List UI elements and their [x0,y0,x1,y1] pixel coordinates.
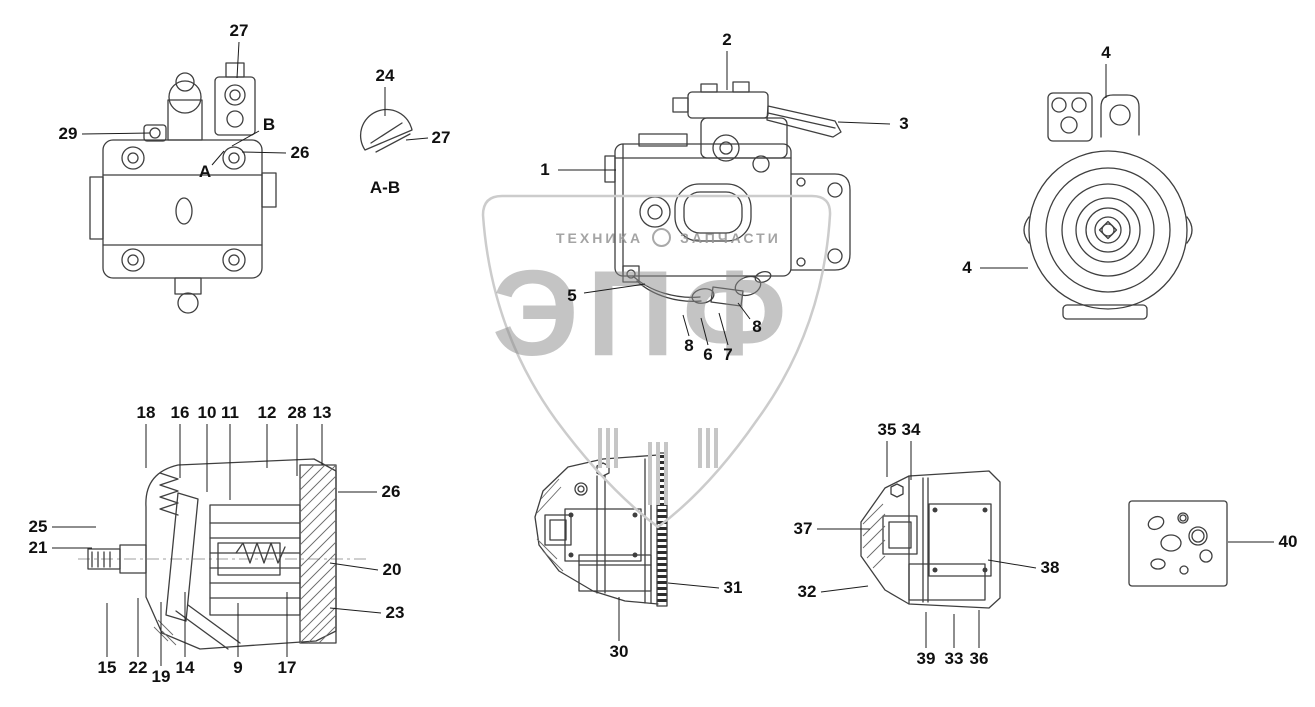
callout-34: 34 [901,420,921,439]
section-ab-part-lines [359,108,413,153]
callout-4: 4 [1101,43,1111,62]
section-ab-part-view [359,108,413,153]
callout-3: 3 [899,114,909,133]
callout-37: 37 [793,519,813,538]
callout-33: 33 [944,649,964,668]
callout-36: 36 [969,649,989,668]
valve-plate-lines [534,452,668,607]
callout-27: 27 [431,128,451,147]
callout-11: 11 [221,403,239,422]
pump-cross-section-view [78,458,368,650]
callout-21: 21 [28,538,48,557]
callout-40: 40 [1278,532,1298,551]
pump-front-view-lines [89,62,277,314]
callout-A-B: A-B [369,178,401,197]
callout-12: 12 [257,403,277,422]
callout-4: 4 [962,258,972,277]
callout-8: 8 [684,336,694,355]
callout-39: 39 [916,649,936,668]
callout-29: 29 [58,124,78,143]
end-cap-lines [860,470,1001,609]
pump-end-view-lines [1023,92,1193,320]
callout-20: 20 [382,560,402,579]
callout-10: 10 [197,403,217,422]
pump-front-view [89,62,277,314]
end-cap-section-view [860,470,1001,609]
pump-side-view [604,81,851,307]
callout-6: 6 [703,345,713,364]
callout-7: 7 [723,345,733,364]
callout-24: 24 [375,66,395,85]
callout-26: 26 [290,143,310,162]
callout-32: 32 [797,582,817,601]
callout-2: 2 [722,30,732,49]
pump-cross-section-lines [87,458,337,650]
callout-18: 18 [136,403,156,422]
callout-13: 13 [312,403,332,422]
callout-30: 30 [609,642,629,661]
callout-23: 23 [385,603,405,622]
valve-plate-section-view [534,452,668,607]
pump-end-view [1023,92,1193,320]
callout-38: 38 [1040,558,1060,577]
end-cap-bolts [932,507,988,573]
callout-16: 16 [170,403,190,422]
valve-plate-bolts [568,512,638,558]
callout-25: 25 [28,517,48,536]
seal-kit-view [1128,500,1228,587]
callout-31: 31 [723,578,743,597]
callout-28: 28 [287,403,307,422]
pump-side-view-lines [604,81,851,307]
callout-27: 27 [229,21,249,40]
callout-35: 35 [877,420,897,439]
seal-kit-lines [1128,500,1228,587]
callout-19: 19 [151,667,171,686]
callout-26: 26 [381,482,401,501]
end-cap-hatching [862,503,886,569]
section-hatching [153,464,337,646]
